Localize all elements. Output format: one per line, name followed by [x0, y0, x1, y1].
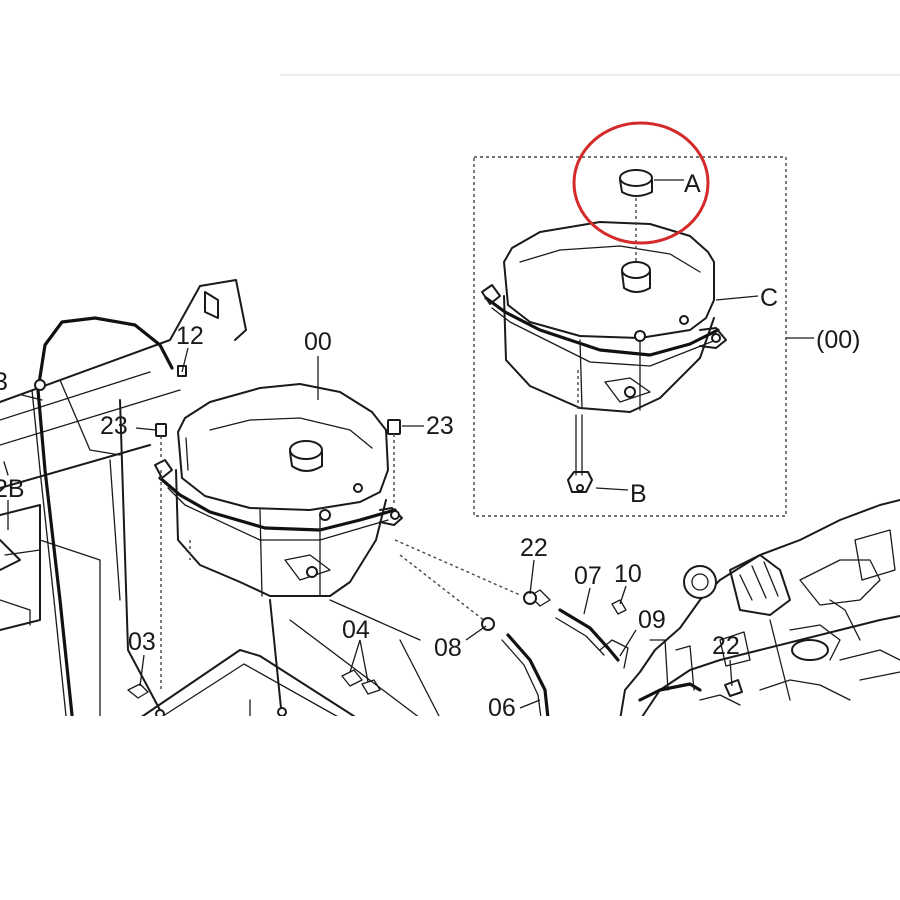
callout-08: 08: [434, 634, 462, 662]
callout-00: 00: [304, 328, 332, 356]
callout-09: 09: [638, 606, 666, 634]
drain-b: [575, 414, 583, 476]
callout-23-left: 23: [100, 412, 128, 440]
callout-3: 3: [0, 368, 8, 396]
frame-structure: [0, 279, 247, 721]
callout-22-top: 22: [520, 534, 548, 562]
callout-12: 12: [176, 322, 204, 350]
callout-labels: 12 00 23 23 2B 3 22 07 10 09 08 06 03 04…: [0, 170, 860, 722]
label-assembly-00: (00): [816, 326, 860, 354]
tube-clamp: [34, 379, 46, 391]
callout-2b: 2B: [0, 475, 25, 503]
coolant-reservoir-tank: [154, 383, 403, 597]
assembly-detail-box: [473, 156, 814, 517]
callout-22-bottom: 22: [712, 632, 740, 660]
breather-tube: [31, 316, 174, 717]
callout-03: 03: [128, 628, 156, 656]
callout-07: 07: [574, 562, 602, 590]
tank-cap: [289, 440, 323, 472]
callout-06: 06: [488, 694, 516, 722]
hose-07: [523, 589, 627, 662]
engine-assembly: [599, 499, 900, 721]
mounting-bracket: [127, 599, 441, 721]
bolt-23-left: [155, 423, 167, 460]
callout-10: 10: [614, 560, 642, 588]
label-c: C: [760, 284, 778, 312]
bolt-23-right: [387, 419, 401, 505]
bottom-margin: [0, 716, 900, 900]
label-b: B: [630, 480, 647, 508]
alignment-lines: [160, 470, 521, 690]
highlight-circle: [572, 121, 710, 245]
label-a: A: [684, 170, 701, 198]
callout-23-right: 23: [426, 412, 454, 440]
callout-04: 04: [342, 616, 370, 644]
callout-leaders: [7, 347, 733, 709]
